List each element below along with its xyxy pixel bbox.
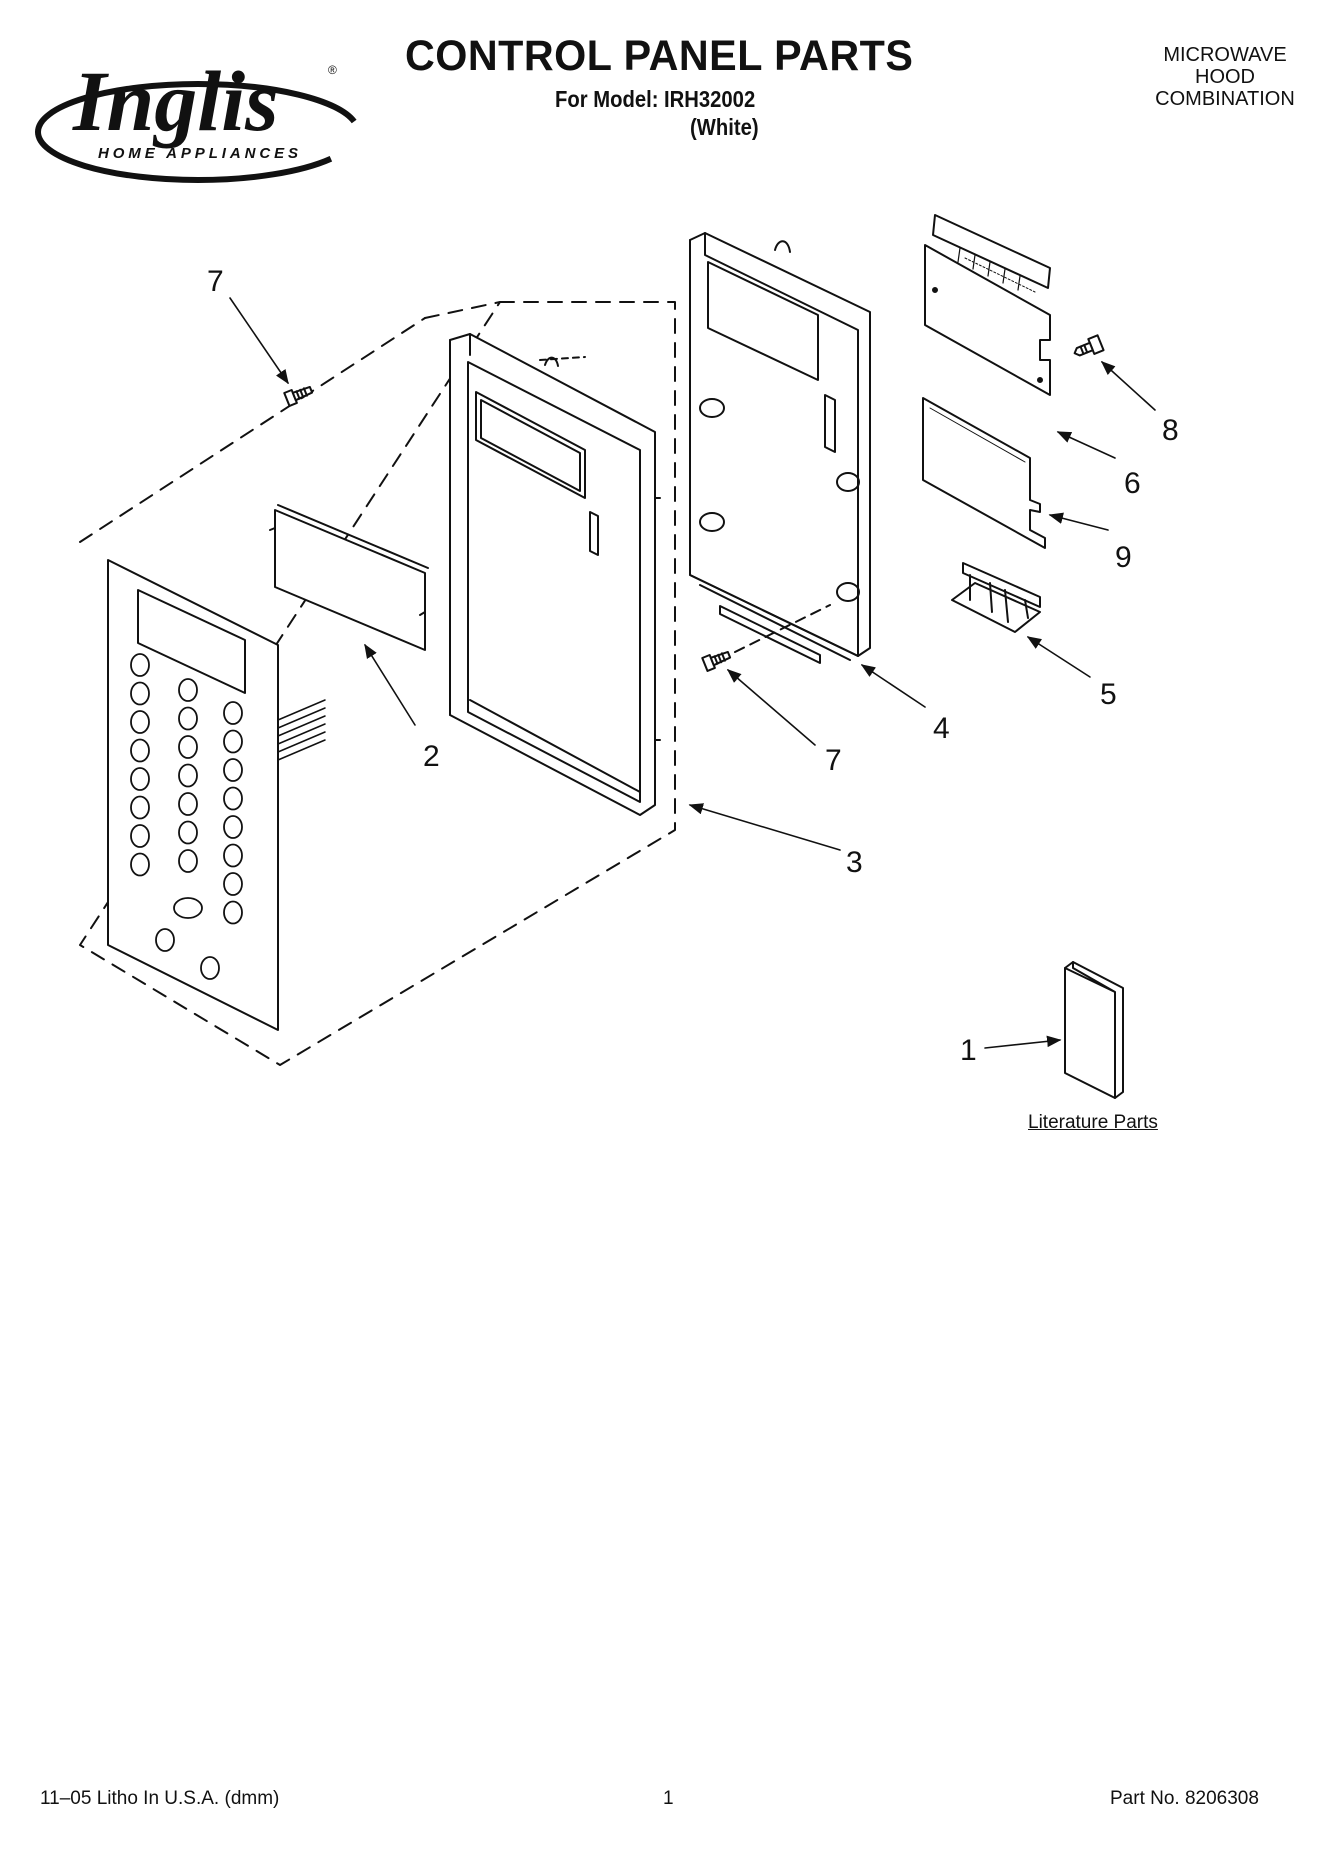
part-window-lens: [269, 504, 429, 651]
callout-8: 8: [1162, 414, 1179, 447]
part-control-housing: [689, 232, 871, 664]
arrow-8: [1100, 361, 1156, 411]
part-control-panel-frame: [449, 333, 661, 816]
keypad-dial: [173, 897, 203, 919]
arrow-2: [364, 643, 416, 726]
screw-8: [1073, 334, 1105, 357]
keypad-button: [178, 678, 198, 702]
callout-4: 4: [933, 712, 950, 745]
keypad-button: [178, 763, 198, 788]
leader-arrows: [229, 297, 1156, 1049]
keypad-button: [178, 820, 198, 845]
part-number: Part No. 8206308: [1110, 1788, 1259, 1809]
callout-7-top: 7: [207, 265, 224, 298]
keypad-button: [130, 824, 150, 848]
assembly-dashed-back: [424, 301, 501, 319]
arrow-3: [688, 803, 841, 851]
keypad-button: [130, 767, 150, 791]
keypad-button: [130, 795, 150, 820]
part-insulator: [922, 397, 1046, 549]
arrow-5: [1026, 636, 1091, 678]
screw-7-bottom: [701, 650, 732, 672]
keypad-button: [130, 710, 150, 734]
page-title: CONTROL PANEL PARTS: [405, 32, 914, 80]
arrow-4: [860, 664, 926, 708]
arrow-1: [984, 1035, 1062, 1049]
callout-7-bottom: 7: [825, 744, 842, 777]
registered-mark: ®: [328, 63, 337, 77]
part-circuit-board: [924, 214, 1051, 396]
keypad-button: [223, 701, 243, 725]
product-category: MICROWAVE HOOD COMBINATION: [1135, 44, 1315, 110]
arrow-7-bottom: [726, 669, 816, 746]
keypad-button: [223, 758, 243, 782]
keypad-button: [178, 849, 198, 873]
screw-leader: [734, 604, 831, 653]
callout-6: 6: [1124, 467, 1141, 500]
callout-9: 9: [1115, 541, 1132, 574]
keypad-button: [223, 900, 243, 925]
callout-5: 5: [1100, 678, 1117, 711]
part-keypad-membrane: [107, 559, 326, 1031]
logo-wordmark: Inglis: [72, 53, 279, 149]
part-literature: [1064, 961, 1124, 1099]
keypad-button: [223, 843, 243, 868]
keypad-button: [223, 815, 243, 839]
callout-3: 3: [846, 846, 863, 879]
keypad-button: [155, 928, 175, 952]
category-line-2: HOOD: [1195, 66, 1255, 88]
category-line-3: COMBINATION: [1155, 88, 1295, 110]
logo-swoosh: [35, 81, 361, 183]
arrow-6: [1056, 431, 1116, 459]
keypad-button: [223, 786, 243, 811]
part-bracket: [951, 562, 1041, 633]
keypad-button: [130, 653, 150, 677]
model-number: For Model: IRH32002: [555, 86, 756, 112]
keypad-button: [200, 956, 220, 980]
keypad-button: [223, 872, 243, 896]
keypad-button: [223, 729, 243, 754]
keypad-button: [130, 681, 150, 706]
callout-1: 1: [960, 1034, 977, 1067]
keypad-button: [130, 738, 150, 763]
logo-tagline: HOME APPLIANCES: [98, 145, 298, 162]
page-number: 1: [663, 1788, 674, 1809]
keypad-button: [178, 706, 198, 731]
keypad-button: [130, 852, 150, 877]
callout-2: 2: [423, 740, 440, 773]
arrow-7-top: [229, 297, 289, 385]
inglis-logo: Inglis ® HOME APPLIANCES: [35, 53, 361, 183]
arrow-9: [1048, 512, 1109, 531]
literature-parts-label: Literature Parts: [1028, 1112, 1158, 1133]
keypad-button: [178, 735, 198, 759]
category-line-1: MICROWAVE: [1163, 44, 1287, 66]
keypad-button: [178, 792, 198, 816]
screw-7-top: [283, 385, 314, 407]
model-color: (White): [690, 114, 759, 140]
keypad-buttons: [130, 653, 243, 980]
litho-note: 11–05 Litho In U.S.A. (dmm): [40, 1788, 280, 1809]
